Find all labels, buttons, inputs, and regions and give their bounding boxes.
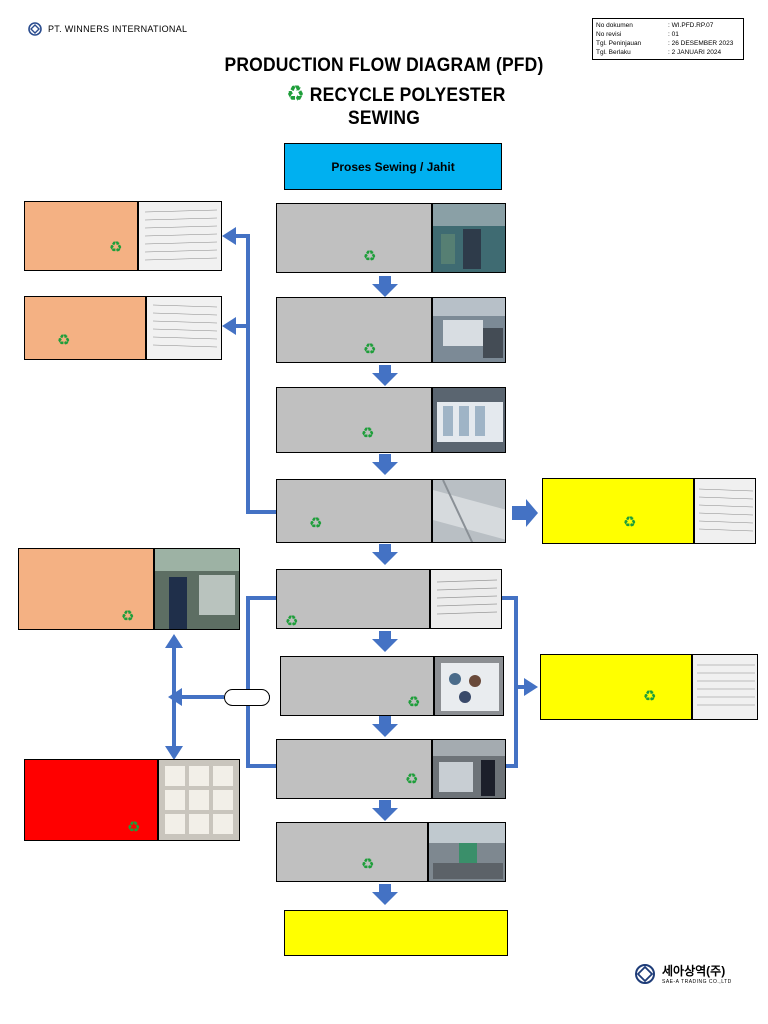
photo-image xyxy=(432,203,506,273)
photo-image xyxy=(694,478,756,544)
process-step-box: ♻ xyxy=(276,479,432,543)
photo-icon xyxy=(433,480,506,543)
photo-image xyxy=(430,569,502,629)
sae-a-logo-icon xyxy=(634,963,656,985)
photo-icon xyxy=(433,298,506,363)
recycle-icon: ♻ xyxy=(407,695,420,710)
photo-icon xyxy=(147,297,222,360)
output-box: ♻ xyxy=(542,478,694,544)
recycle-icon: ♻ xyxy=(643,689,656,704)
photo-image xyxy=(154,548,240,630)
recycle-icon: ♻ xyxy=(361,857,374,872)
photo-icon xyxy=(435,657,504,716)
process-step-box: ♻ xyxy=(276,203,432,273)
reject-box: ♻ xyxy=(24,759,158,841)
recycle-icon: ♻ xyxy=(361,426,374,441)
photo-icon xyxy=(431,570,502,629)
record-box: ♻ xyxy=(18,548,154,630)
process-step-box: ♻ xyxy=(276,297,432,363)
photo-icon xyxy=(155,549,240,630)
recycle-icon: ♻ xyxy=(57,333,70,348)
photo-icon xyxy=(159,760,240,841)
logo-korean-text: 세아상역(주) xyxy=(662,962,732,979)
process-start-box: Proses Sewing / Jahit xyxy=(284,143,502,190)
process-step-box: ♻ xyxy=(276,822,428,882)
photo-icon xyxy=(139,202,222,271)
photo-image xyxy=(158,759,240,841)
logo-english-text: SAE-A TRADING CO.,LTD xyxy=(662,979,732,985)
photo-image xyxy=(432,739,506,799)
recycle-icon: ♻ xyxy=(309,516,322,531)
recycle-icon: ♻ xyxy=(363,249,376,264)
photo-icon xyxy=(695,479,756,544)
photo-icon xyxy=(433,204,506,273)
output-box: ♻ xyxy=(540,654,692,720)
process-step-box: ♻ xyxy=(280,656,434,716)
process-step-box: ♻ xyxy=(276,387,432,453)
photo-image xyxy=(146,296,222,360)
record-box: ♻ xyxy=(24,296,146,360)
photo-icon xyxy=(433,388,506,453)
photo-image xyxy=(432,297,506,363)
photo-image xyxy=(138,201,222,271)
recycle-icon: ♻ xyxy=(285,614,298,629)
photo-image xyxy=(434,656,504,716)
photo-icon xyxy=(429,823,506,882)
final-output-box xyxy=(284,910,508,956)
recycle-icon: ♻ xyxy=(109,240,122,255)
recycle-icon: ♻ xyxy=(121,609,134,624)
recycle-icon: ♻ xyxy=(623,515,636,530)
photo-image xyxy=(692,654,758,720)
photo-image xyxy=(432,479,506,543)
decision-node xyxy=(224,689,270,706)
photo-image xyxy=(432,387,506,453)
process-step-box: ♻ xyxy=(276,569,430,629)
photo-icon xyxy=(433,740,506,799)
recycle-icon: ♻ xyxy=(405,772,418,787)
footer-logo: 세아상역(주) SAE-A TRADING CO.,LTD xyxy=(634,962,732,985)
record-box: ♻ xyxy=(24,201,138,271)
process-step-box: ♻ xyxy=(276,739,432,799)
recycle-icon: ♻ xyxy=(127,820,140,835)
recycle-icon: ♻ xyxy=(363,342,376,357)
photo-icon xyxy=(693,655,758,720)
photo-image xyxy=(428,822,506,882)
